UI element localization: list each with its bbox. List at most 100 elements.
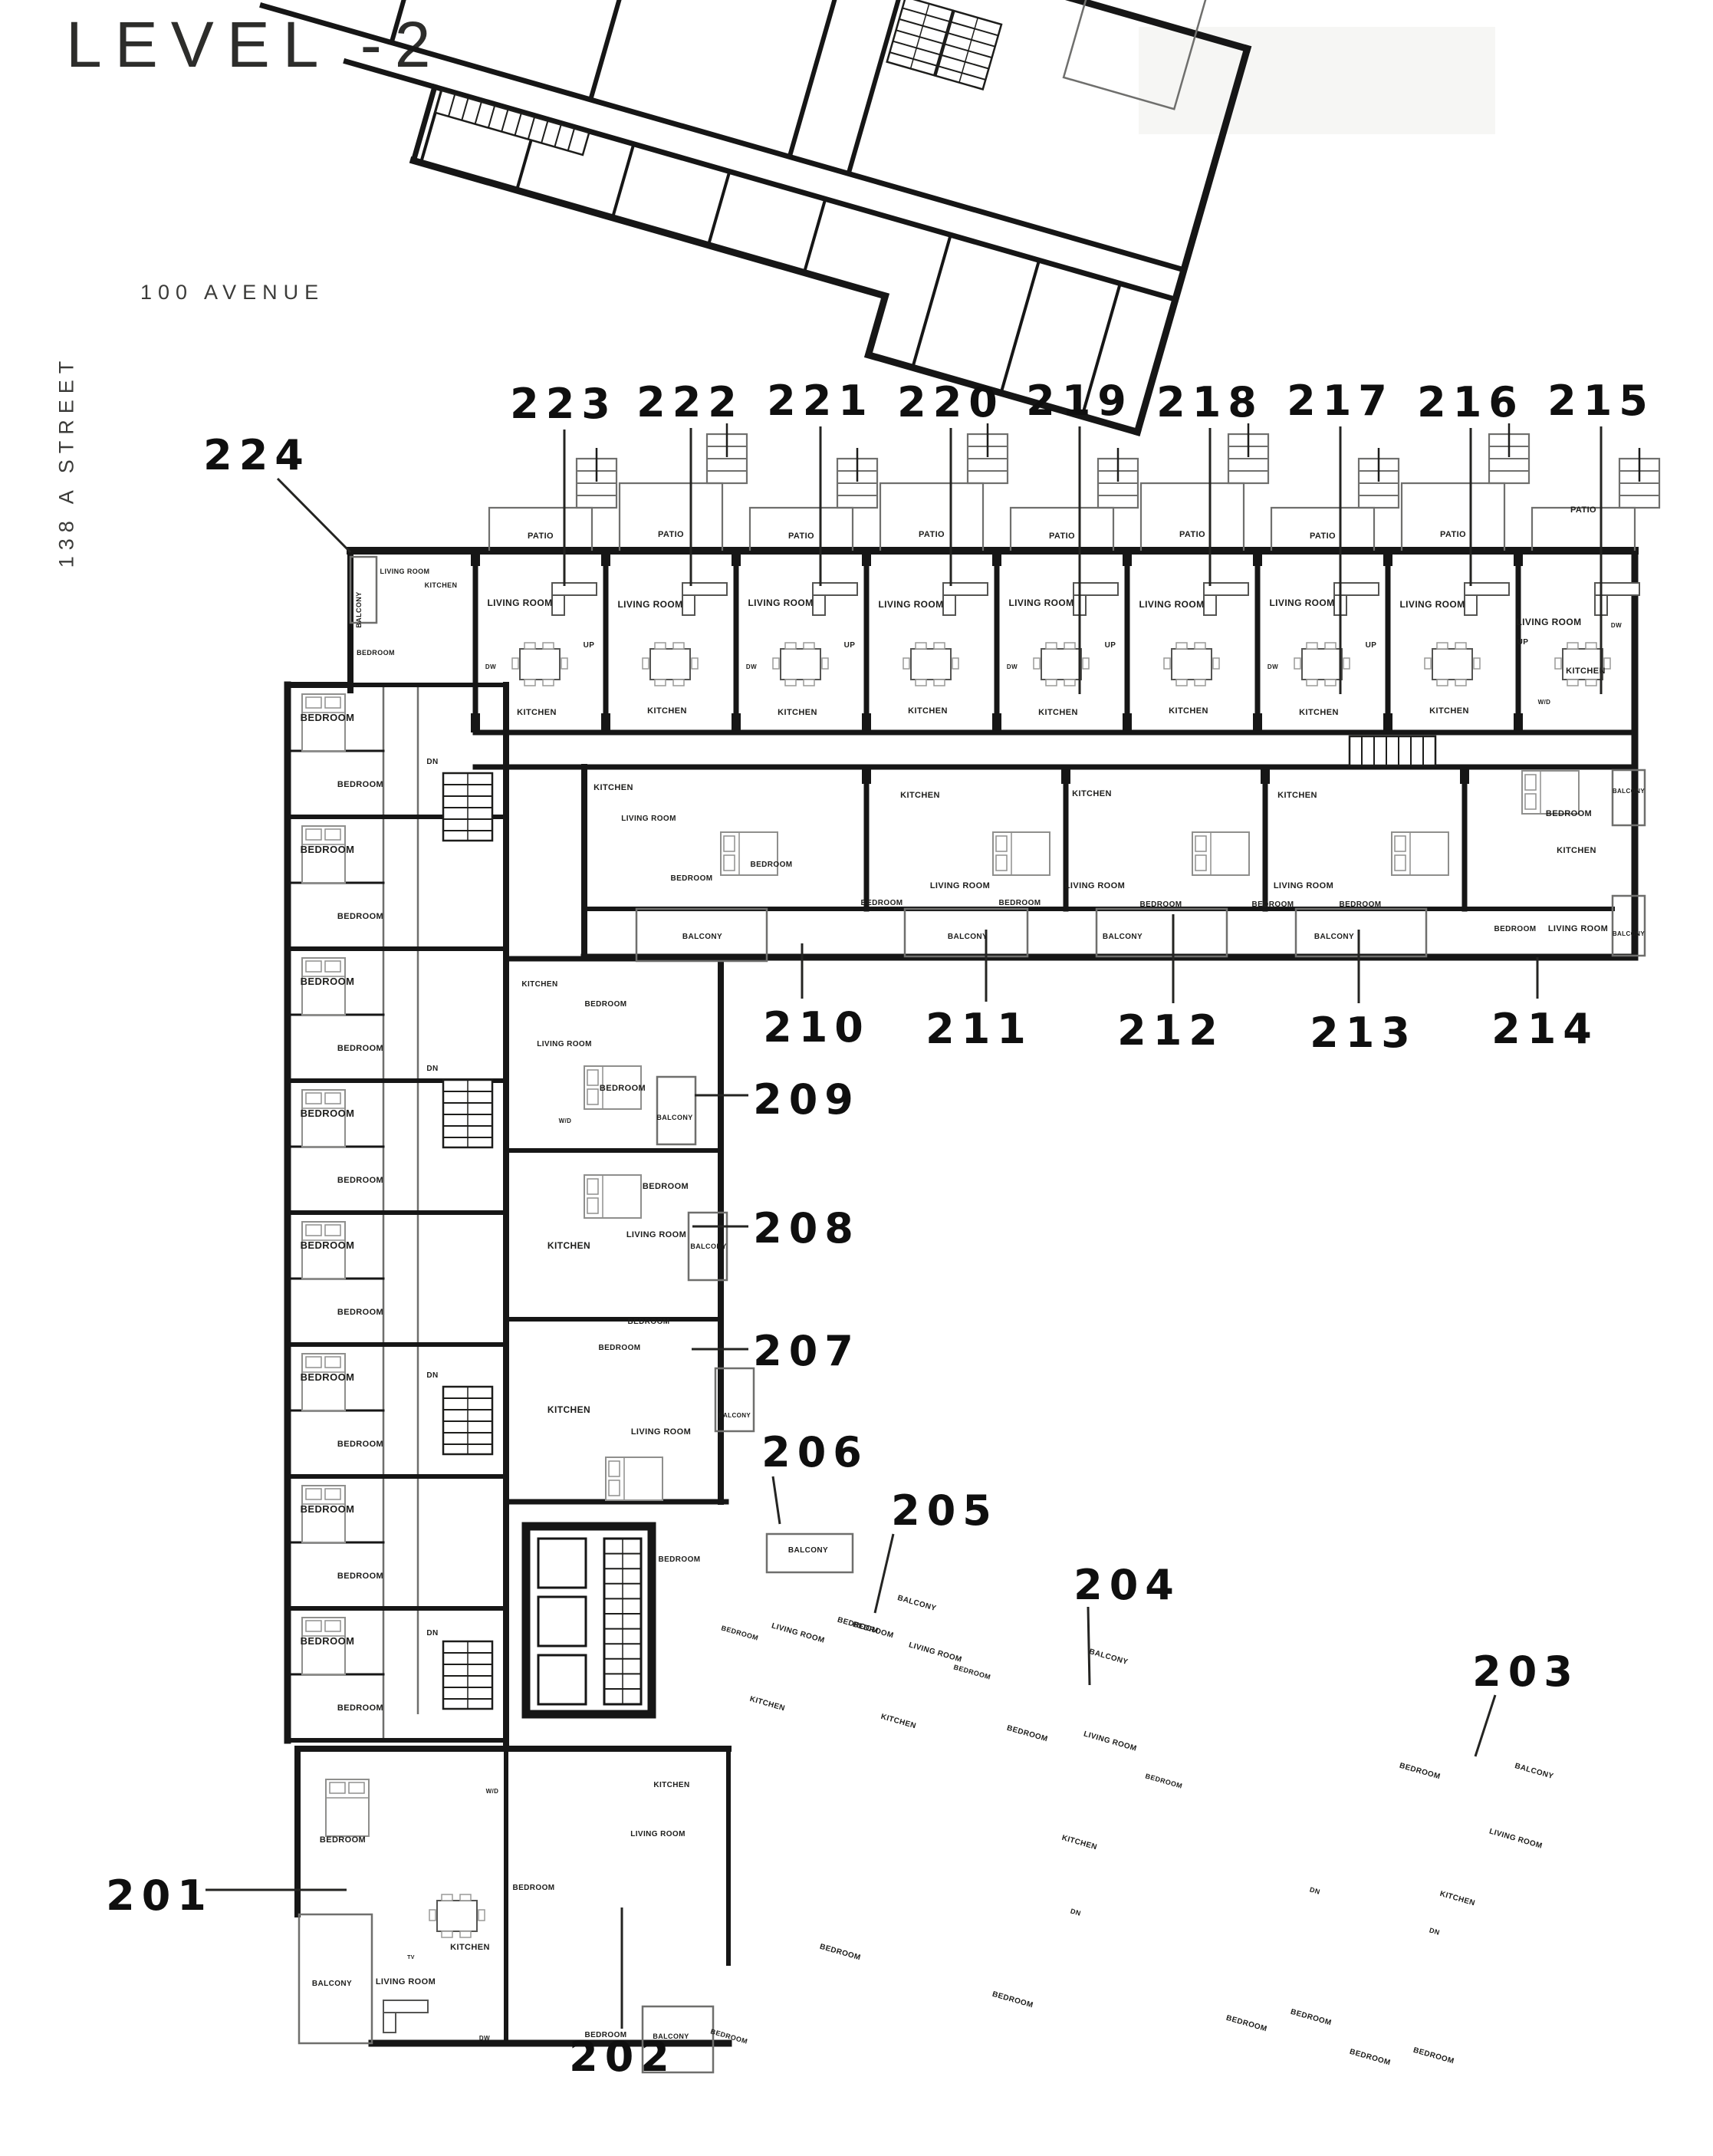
room-label: BEDROOM <box>1494 925 1536 933</box>
room-label: BEDROOM <box>320 1835 366 1845</box>
corridor-stairs-top <box>1348 735 1437 767</box>
unit-number: 208 <box>753 1204 860 1252</box>
room-label: W/D <box>1538 699 1551 706</box>
room-label: BEDROOM <box>1225 2014 1268 2034</box>
room-label: LIVING ROOM <box>908 1641 963 1664</box>
dining-table <box>1163 642 1220 686</box>
unit-number: 205 <box>891 1486 998 1535</box>
door-jamb <box>1253 548 1262 566</box>
unit-number: 221 <box>767 377 874 425</box>
bed <box>1391 831 1449 876</box>
unit-number: 204 <box>1074 1561 1181 1609</box>
room-label: BEDROOM <box>301 1503 355 1515</box>
room-label: BEDROOM <box>627 1318 669 1326</box>
door-jamb <box>1383 548 1392 566</box>
room-label: W/D <box>559 1117 572 1124</box>
room-label: BEDROOM <box>953 1663 992 1680</box>
diag-bedroom-dividers <box>419 87 1123 419</box>
unit-number: 202 <box>569 2033 676 2081</box>
room-label: KITCHEN <box>517 708 557 717</box>
building-walls <box>284 547 1646 2074</box>
unit-number: 209 <box>753 1075 860 1124</box>
street-label-100-avenue: 100 AVENUE <box>140 281 325 304</box>
room-label: KITCHEN <box>908 706 948 716</box>
room-label: BALCONY <box>682 933 722 941</box>
room-label: PATIO <box>658 530 684 539</box>
room-label: BALCONY <box>1103 933 1143 941</box>
room-label: KITCHEN <box>653 1781 689 1789</box>
wall-diag-sw <box>409 83 439 164</box>
room-label: BEDROOM <box>337 1703 383 1713</box>
bed <box>584 1174 642 1219</box>
room-label: UP <box>844 641 856 650</box>
bed <box>325 1779 370 1837</box>
patio-fence <box>748 506 854 551</box>
unit-number: 207 <box>753 1327 860 1375</box>
unit-number: 211 <box>926 1005 1033 1053</box>
room-label: BEDROOM <box>337 780 383 789</box>
room-label: BALCONY <box>656 1114 692 1121</box>
door-jamb <box>862 548 871 566</box>
unit-number: 217 <box>1287 377 1394 425</box>
room-label: DN <box>426 758 438 766</box>
room-label: BEDROOM <box>750 861 792 869</box>
room-label: BEDROOM <box>1006 1724 1049 1744</box>
room-label: KITCHEN <box>547 1404 590 1415</box>
unit-number: 210 <box>763 1003 870 1052</box>
dining-table <box>1424 642 1481 686</box>
room-label: BEDROOM <box>301 1635 355 1647</box>
room-label: PATIO <box>919 530 945 539</box>
room-label: PATIO <box>528 532 554 541</box>
room-label: LIVING ROOM <box>1008 597 1074 608</box>
patio-fence <box>1531 506 1636 551</box>
room-label: DW <box>1267 663 1278 670</box>
dining-table <box>511 642 568 686</box>
unit-number: 220 <box>897 378 1004 426</box>
door-jamb <box>1061 767 1070 784</box>
room-label: LIVING ROOM <box>1139 599 1204 610</box>
door-jamb <box>992 713 1001 732</box>
room-label: DN <box>1309 1885 1321 1895</box>
patio-fence <box>488 506 593 551</box>
room-label: W/D <box>486 1788 499 1795</box>
patio-fence <box>1009 506 1115 551</box>
room-label: BEDROOM <box>991 1990 1034 2010</box>
dining-table <box>772 642 829 686</box>
room-label: KITCHEN <box>880 1713 916 1731</box>
sofa <box>551 582 597 616</box>
room-label: DN <box>1070 1907 1082 1917</box>
room-label: LIVING ROOM <box>626 1230 686 1239</box>
room-label: KITCHEN <box>1299 708 1339 717</box>
room-label: UP <box>1366 641 1377 650</box>
unit-number: 224 <box>203 431 311 479</box>
elevator-cell <box>537 1654 587 1706</box>
room-label: BEDROOM <box>819 1943 862 1963</box>
room-label: BEDROOM <box>301 1108 355 1119</box>
room-label: BALCONY <box>653 2033 689 2040</box>
room-label: BALCONY <box>1088 1647 1129 1667</box>
room-label: BEDROOM <box>301 1371 355 1383</box>
unit-number: 215 <box>1547 377 1655 425</box>
room-label: DW <box>1007 663 1018 670</box>
sofa <box>1464 582 1510 616</box>
room-label: BEDROOM <box>1412 2046 1455 2066</box>
unit-number: 214 <box>1491 1005 1599 1053</box>
room-label: LIVING ROOM <box>748 597 813 608</box>
door-jamb <box>992 548 1001 566</box>
unit-leader-line <box>1474 1694 1497 1757</box>
balcony-207 <box>714 1367 755 1433</box>
watermark-box <box>1139 27 1495 134</box>
room-label: PATIO <box>1570 505 1596 515</box>
room-label: DN <box>1429 1926 1441 1936</box>
patio-fence <box>1139 482 1245 551</box>
room-label: KITCHEN <box>1438 1890 1475 1908</box>
room-label: BEDROOM <box>1251 900 1294 909</box>
unit-leader-line <box>873 1533 895 1614</box>
leftwing-stairs-1 <box>442 772 494 842</box>
room-label: BALCONY <box>1514 1762 1554 1781</box>
unit-number: 201 <box>106 1871 213 1920</box>
room-label: BEDROOM <box>337 1440 383 1449</box>
balcony-214-a <box>1611 769 1646 827</box>
room-label: BEDROOM <box>1145 1772 1184 1789</box>
